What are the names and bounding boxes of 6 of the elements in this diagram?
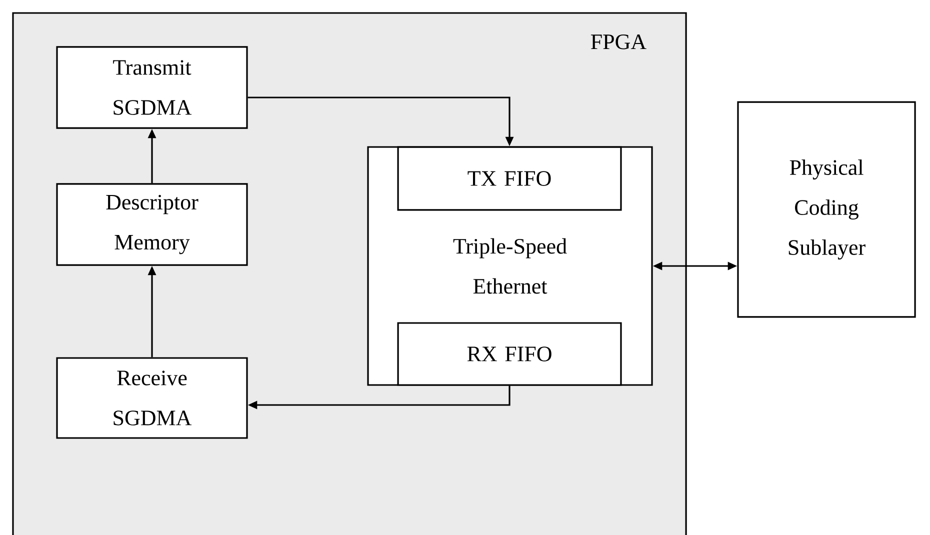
process-box: Receive SGDMA — [56, 357, 248, 439]
memory-box: Descriptor Memory — [56, 183, 248, 266]
fifo-box: RX FIFO — [397, 322, 622, 386]
sublayer-box: Physical Coding Sublayer — [737, 101, 916, 318]
fifo-box: TX FIFO — [397, 146, 622, 211]
process-box: Transmit SGDMA — [56, 46, 248, 129]
